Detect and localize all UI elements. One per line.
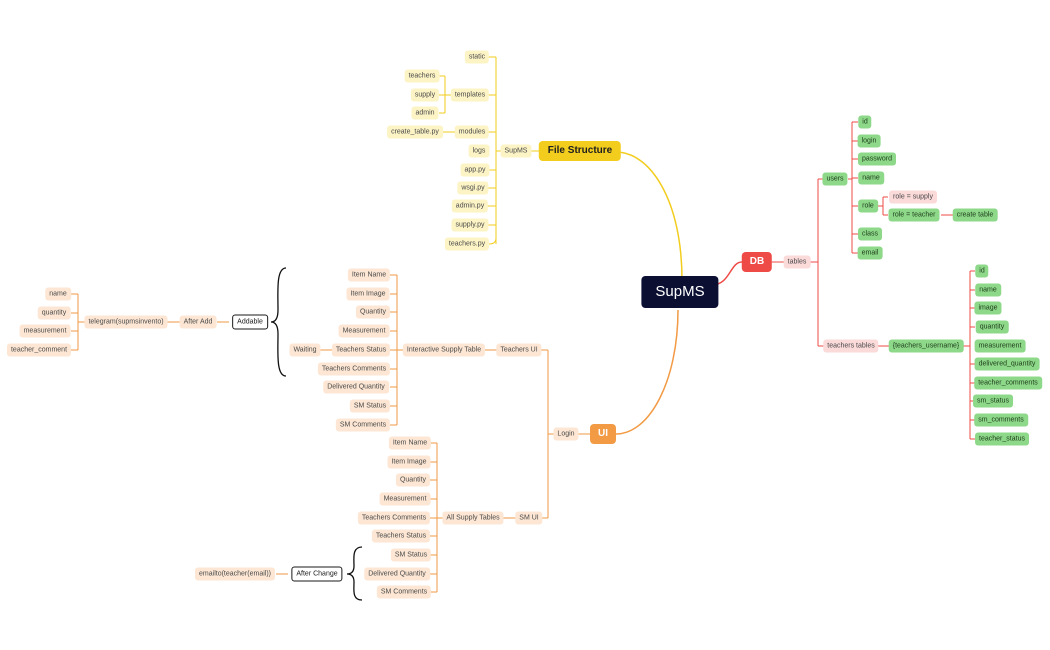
smui-sm-status[interactable]: SM Status [390,548,432,562]
after-change-node[interactable]: After Change [291,566,343,582]
teachers-tables-node[interactable]: teachers tables [823,339,879,353]
smui-measurement[interactable]: Measurement [379,492,431,506]
teachers-py-node[interactable]: teachers.py [444,237,490,251]
template-teachers-node[interactable]: teachers [404,69,440,83]
wsgi-py-node[interactable]: wsgi.py [457,181,489,195]
tables-node[interactable]: tables [783,255,811,269]
smui-quantity[interactable]: Quantity [395,473,431,487]
teachers-ui-node[interactable]: Teachers UI [496,343,542,357]
all-supply-tables-node[interactable]: All Supply Tables [442,511,504,525]
template-supply-node[interactable]: supply [410,88,440,102]
smui-item-name[interactable]: Item Name [388,436,432,450]
supply-py-node[interactable]: supply.py [451,218,489,232]
users-field-email[interactable]: email [857,246,883,260]
role-teacher-node[interactable]: role = teacher [888,208,940,222]
telegram-field-teacher-comment[interactable]: teacher_comment [6,343,72,357]
tt-field-sm-status[interactable]: sm_status [973,394,1013,408]
after-add-node[interactable]: After Add [179,315,217,329]
supms-folder-node[interactable]: SupMS [500,144,532,158]
tt-field-name[interactable]: name [975,283,1001,297]
users-table-node[interactable]: users [822,172,848,186]
sm-ui-node[interactable]: SM UI [515,511,543,525]
tt-field-image[interactable]: image [974,301,1002,315]
central-topic[interactable]: SupMS [641,276,719,308]
addable-node[interactable]: Addable [232,314,268,330]
telegram-field-measurement[interactable]: measurement [19,324,71,338]
create-table-node[interactable]: create table [952,208,998,222]
create-table-file-node[interactable]: create_table.py [387,125,443,139]
ui-node[interactable]: UI [590,424,616,444]
tt-field-teacher-comments[interactable]: teacher_comments [974,376,1042,390]
tui-item-name[interactable]: Item Name [347,268,391,282]
logs-node[interactable]: logs [468,144,490,158]
teachers-username-table-node[interactable]: {teachers_username} [888,339,964,353]
db-node[interactable]: DB [741,252,773,272]
tt-field-teacher-status[interactable]: teacher_status [975,432,1029,446]
users-field-class[interactable]: class [858,227,882,241]
smui-delivered-quantity[interactable]: Delivered Quantity [364,567,430,581]
tui-delivered-quantity[interactable]: Delivered Quantity [323,380,389,394]
users-field-login[interactable]: login [857,134,881,148]
role-supply-node[interactable]: role = supply [889,190,937,204]
tt-field-delivered-quantity[interactable]: delivered_quantity [974,357,1040,371]
smui-sm-comments[interactable]: SM Comments [376,585,432,599]
modules-folder-node[interactable]: modules [454,125,490,139]
file-structure-node[interactable]: File Structure [538,141,622,161]
admin-py-node[interactable]: admin.py [451,199,489,213]
smui-teachers-comments[interactable]: Teachers Comments [357,511,431,525]
emailto-node[interactable]: emailto(teacher(email)) [195,567,275,581]
users-field-name[interactable]: name [858,171,884,185]
tui-sm-status[interactable]: SM Status [349,399,391,413]
login-node[interactable]: Login [553,427,579,441]
tui-measurement[interactable]: Measurement [338,324,390,338]
tui-teachers-comments[interactable]: Teachers Comments [317,362,391,376]
telegram-field-quantity[interactable]: quantity [37,306,71,320]
telegram-node[interactable]: telegram(supmsinvento) [84,315,168,329]
telegram-field-name[interactable]: name [45,287,71,301]
app-py-node[interactable]: app.py [460,163,490,177]
tui-item-image[interactable]: Item Image [346,287,390,301]
users-field-password[interactable]: password [858,152,896,166]
smui-item-image[interactable]: Item Image [387,455,431,469]
tui-sm-comments[interactable]: SM Comments [335,418,391,432]
tt-field-sm-comments[interactable]: sm_comments [974,413,1028,427]
template-admin-node[interactable]: admin [411,106,439,120]
tui-teachers-status[interactable]: Teachers Status [331,343,391,357]
waiting-node[interactable]: Waiting [289,343,321,357]
templates-folder-node[interactable]: templates [450,88,490,102]
tt-field-quantity[interactable]: quantity [975,320,1009,334]
interactive-supply-table-node[interactable]: Interactive Supply Table [402,343,486,357]
static-folder-node[interactable]: static [464,50,490,64]
users-field-id[interactable]: id [858,115,872,129]
tt-field-measurement[interactable]: measurement [974,339,1026,353]
smui-teachers-status[interactable]: Teachers Status [371,529,431,543]
tui-quantity[interactable]: Quantity [355,305,391,319]
users-field-role[interactable]: role [858,199,878,213]
tt-field-id[interactable]: id [975,264,989,278]
